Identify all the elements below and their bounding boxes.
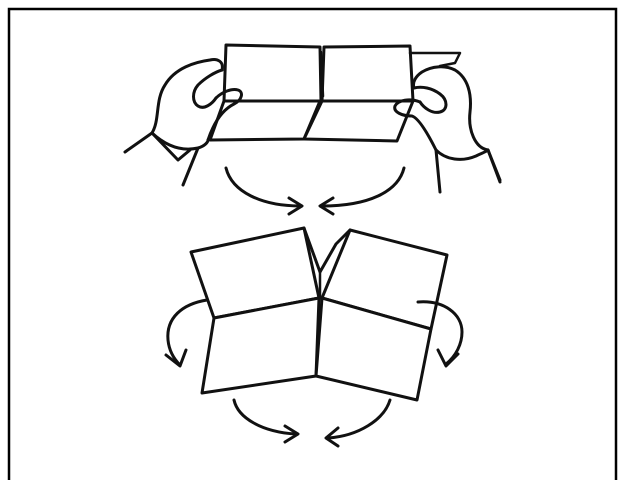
flat-sheet-panel-bottom-right xyxy=(304,101,413,141)
flat-sheet-panel-top-left xyxy=(224,45,321,101)
flat-sheet-panel-top-right xyxy=(322,46,413,101)
flat-sheet-panel-bottom-left xyxy=(210,101,320,140)
